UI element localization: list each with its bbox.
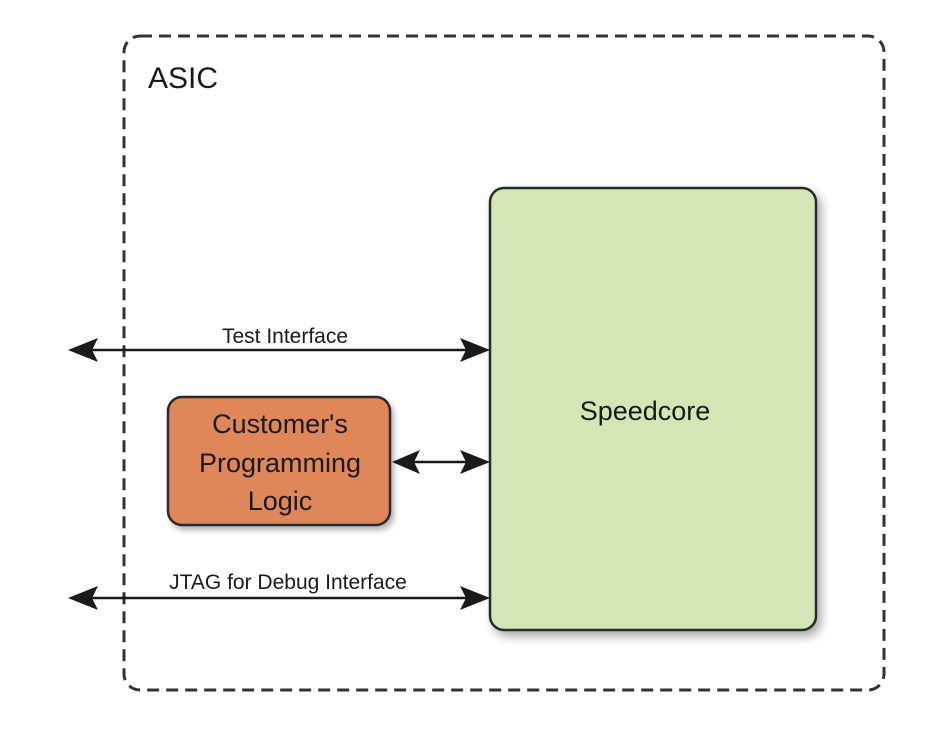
jtag-debug-interface-arrow: [68, 586, 490, 610]
arrowhead-right-icon: [460, 586, 490, 610]
arrowhead-left-icon: [392, 450, 420, 474]
asic-label: ASIC: [148, 62, 218, 95]
customer-block-line-3: Logic: [248, 486, 313, 516]
arrowhead-right-icon: [460, 338, 490, 362]
jtag-debug-interface-label: JTAG for Debug Interface: [169, 571, 407, 594]
arrowhead-right-icon: [460, 450, 490, 474]
arrowhead-left-icon: [68, 338, 98, 362]
asic-boundary: [122, 34, 886, 692]
arrowhead-left-icon: [68, 586, 98, 610]
test-interface-label: Test Interface: [222, 325, 348, 348]
customer-block-line-1: Customer's: [212, 409, 348, 439]
customer-to-speedcore-arrow: [392, 450, 490, 474]
speedcore-block: [488, 186, 818, 632]
customer-block-line-2: Programming: [199, 448, 361, 478]
test-interface-arrow: [68, 338, 490, 362]
speedcore-label: Speedcore: [580, 396, 711, 426]
customer-programming-logic-block: [166, 395, 392, 527]
